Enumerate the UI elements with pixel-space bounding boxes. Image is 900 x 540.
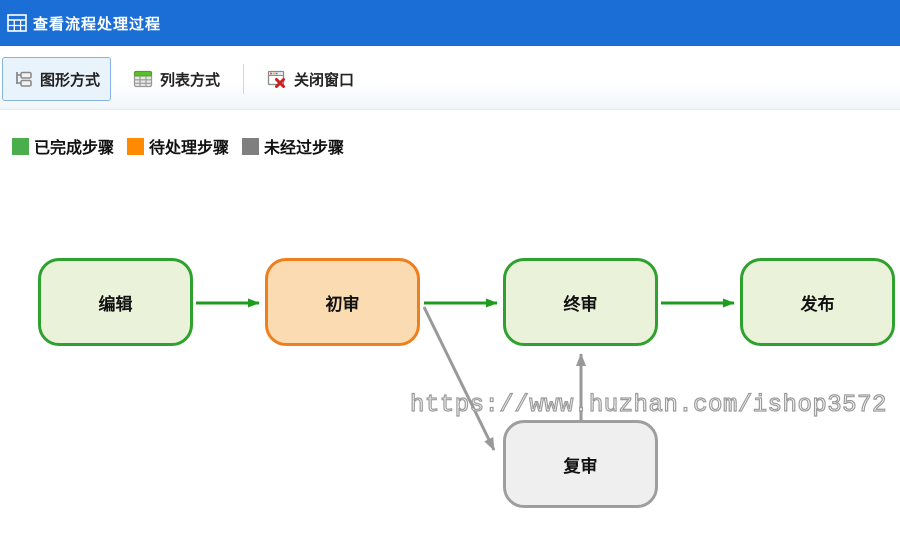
table-icon — [7, 14, 27, 32]
flow-node-first-review: 初审 — [265, 258, 420, 346]
graphic-view-button[interactable]: 图形方式 — [2, 57, 112, 101]
legend-item-completed: 已完成步骤 — [12, 134, 114, 158]
watermark-text: https://www.huzhan.com/ishop3572 — [409, 391, 887, 419]
close-window-button[interactable]: 关闭窗口 — [256, 57, 365, 101]
legend-label: 未经过步骤 — [264, 140, 345, 157]
not-passed-color-swatch — [242, 137, 260, 155]
toolbar-separator — [243, 64, 244, 94]
flow-node-re-review: 复审 — [503, 420, 658, 508]
list-view-button[interactable]: 列表方式 — [122, 57, 231, 101]
legend-label: 待处理步骤 — [149, 140, 230, 157]
close-window-icon — [267, 70, 285, 88]
window-titlebar: 查看流程处理过程 — [0, 0, 900, 46]
completed-color-swatch — [12, 137, 29, 155]
flow-node-label: 初审 — [325, 294, 360, 314]
graphic-view-icon — [16, 71, 32, 87]
legend-label: 已完成步骤 — [34, 140, 115, 157]
flow-node-publish: 发布 — [740, 258, 895, 346]
graphic-view-label: 图形方式 — [40, 71, 101, 89]
flow-node-label: 复审 — [563, 456, 598, 476]
flow-node-label: 发布 — [800, 294, 835, 314]
arrow-first-review-to-re-review — [422, 306, 496, 451]
toolbar: 图形方式 列表方式 关闭窗口 — [0, 46, 900, 110]
list-view-label: 列表方式 — [160, 71, 221, 89]
status-legend: 已完成步骤 待处理步骤 未经过步骤 — [12, 134, 344, 158]
flow-node-edit: 编辑 — [38, 258, 193, 346]
close-window-label: 关闭窗口 — [294, 71, 355, 89]
legend-item-pending: 待处理步骤 — [127, 134, 229, 158]
window-title: 查看流程处理过程 — [33, 15, 162, 33]
legend-item-not-passed: 未经过步骤 — [242, 134, 344, 158]
flow-node-label: 编辑 — [98, 294, 133, 314]
flow-node-final-review: 终审 — [503, 258, 658, 346]
flow-node-label: 终审 — [563, 294, 598, 314]
pending-color-swatch — [127, 137, 145, 155]
list-view-icon — [133, 70, 153, 88]
